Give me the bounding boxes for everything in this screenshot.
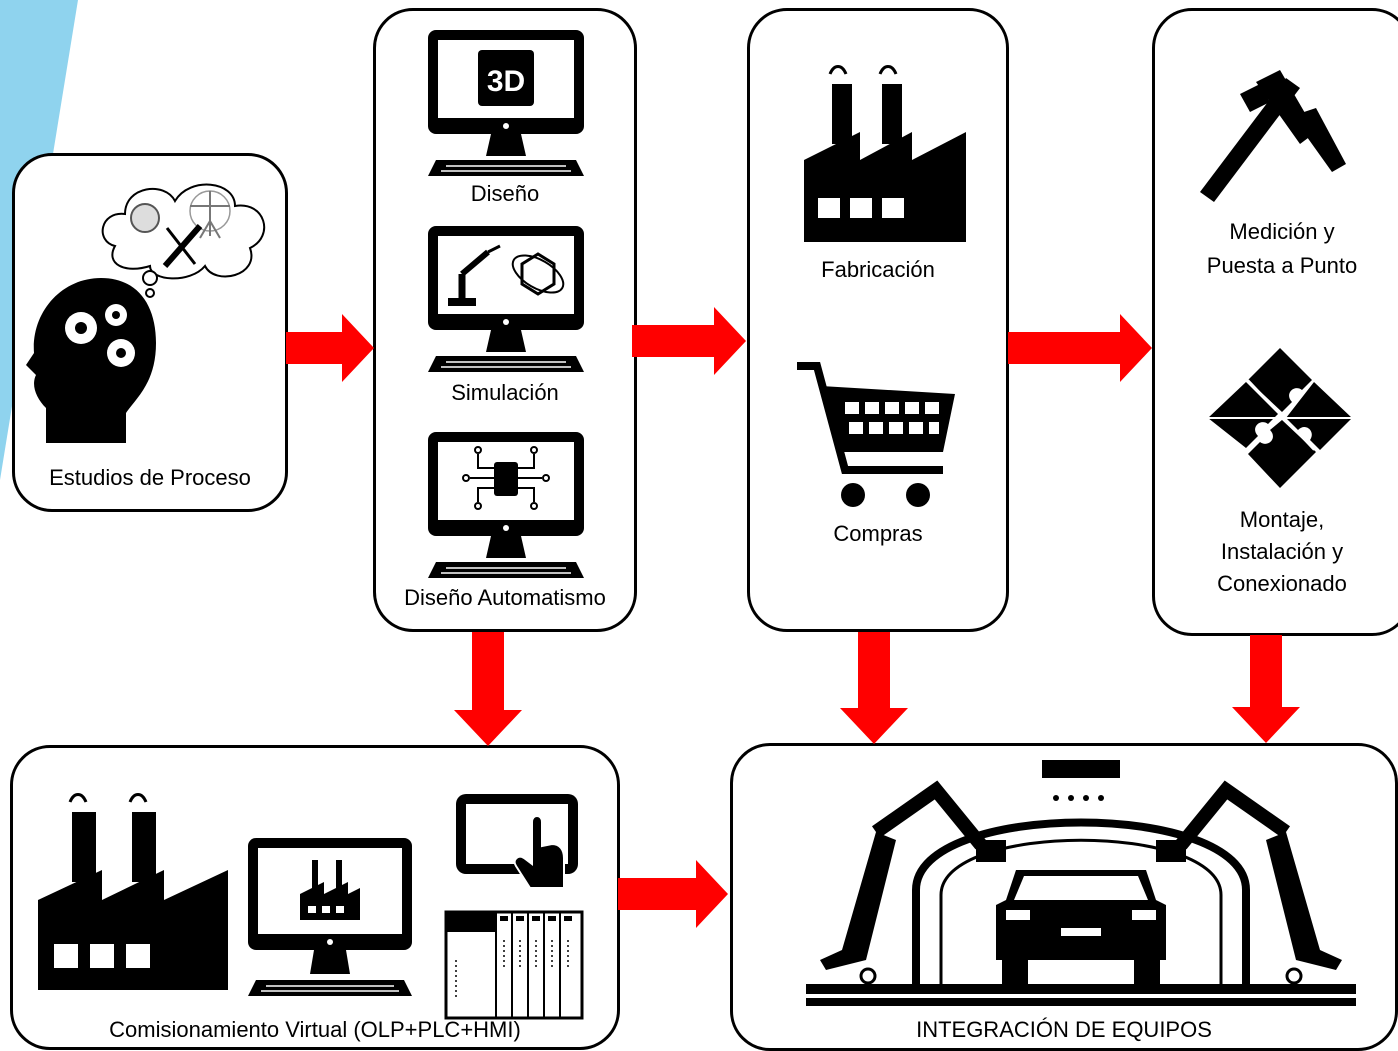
head-gears-icon <box>26 278 156 443</box>
box-fabricacion <box>747 8 1009 632</box>
factory-icon <box>38 793 228 990</box>
label-montaje-1: Montaje, <box>1239 507 1325 532</box>
arrow-diseno-to-comisionamiento <box>454 632 522 746</box>
arrow-comisionamiento-to-integracion <box>618 860 728 928</box>
monitor-robot-simulation-icon <box>428 226 584 372</box>
thought-cloud-icon <box>101 183 266 298</box>
label-montaje-3: Conexionado <box>1217 571 1347 596</box>
puzzle-icon <box>1208 348 1352 488</box>
arrow-medicion-to-integracion <box>1232 635 1300 743</box>
touch-tablet-icon <box>456 794 578 889</box>
monitor-3d-icon: 3D <box>428 30 584 176</box>
label-comisionamiento-virtual: Comisionamiento Virtual (OLP+PLC+HMI) <box>109 1017 521 1042</box>
label-medicion-1: Medición y <box>1229 219 1335 244</box>
label-integracion-de-equipos: INTEGRACIÓN DE EQUIPOS <box>916 1017 1212 1042</box>
label-medicion-2: Puesta a Punto <box>1206 253 1358 278</box>
monitor-factory-icon <box>248 838 412 996</box>
caliper-icon <box>1200 70 1346 202</box>
plc-rack-icon <box>444 910 584 1020</box>
label-diseno: Diseño <box>470 181 540 206</box>
robot-car-cell-icon <box>806 760 1356 1006</box>
arrow-fabricacion-to-integracion <box>840 632 908 744</box>
arrow-diseno-to-fabricacion <box>632 307 746 375</box>
label-fabricacion: Fabricación <box>821 257 935 282</box>
factory-icon <box>804 65 966 242</box>
label-compras: Compras <box>833 521 923 546</box>
label-montaje-2: Instalación y <box>1220 539 1344 564</box>
svg-text:3D: 3D <box>487 65 525 98</box>
arrow-fabricacion-to-medicion <box>1008 314 1152 382</box>
label-diseno-automatismo: Diseño Automatismo <box>404 585 606 610</box>
monitor-circuit-icon <box>428 432 584 578</box>
label-simulacion: Simulación <box>451 380 559 405</box>
label-estudios-de-proceso: Estudios de Proceso <box>49 465 251 490</box>
shopping-cart-icon <box>797 362 955 507</box>
arrow-estudios-to-diseno <box>286 314 374 382</box>
